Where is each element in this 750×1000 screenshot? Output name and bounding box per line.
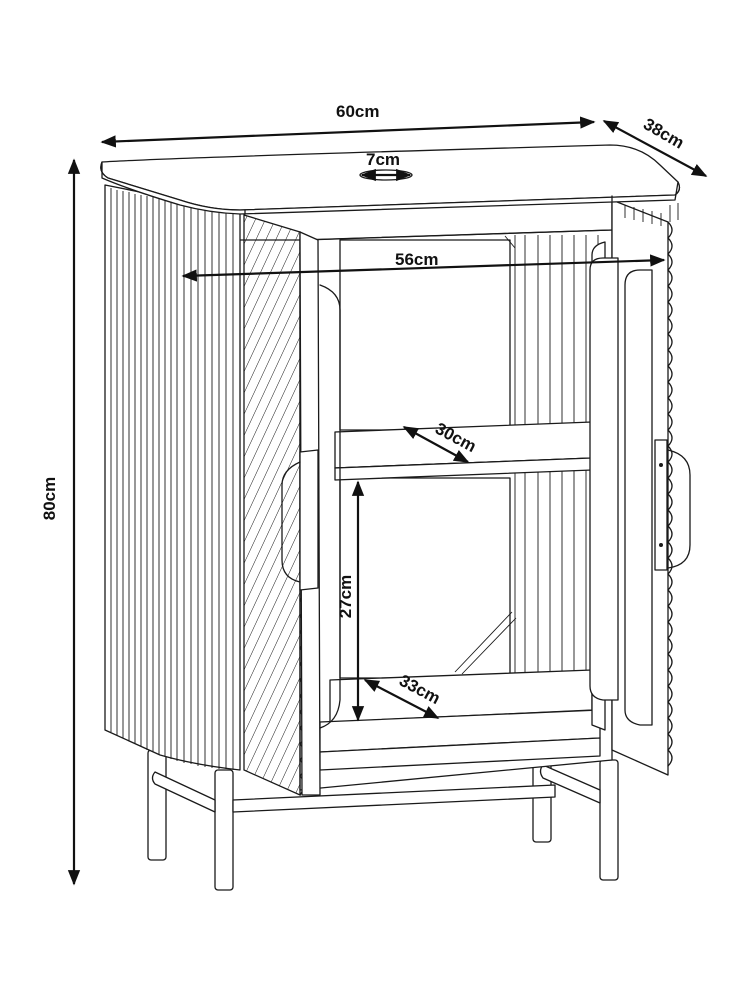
compartment-height-label: 27cm (336, 574, 356, 619)
shelf-depth-arrow (402, 426, 470, 463)
cable-hole-label: 7cm (366, 150, 401, 169)
width-label: 60cm (336, 102, 380, 121)
bottom-depth-arrow (363, 679, 440, 719)
left-door (243, 214, 341, 797)
inner-width-label: 56cm (395, 250, 439, 269)
left-side-panel (104, 184, 241, 771)
dimension-lines (67, 116, 708, 886)
right-door (589, 199, 691, 776)
depth-arrow (602, 120, 708, 177)
inner-width-arrow (181, 254, 666, 282)
legs (147, 749, 619, 891)
width-arrow (100, 116, 596, 148)
height-label: 80cm (40, 476, 60, 521)
